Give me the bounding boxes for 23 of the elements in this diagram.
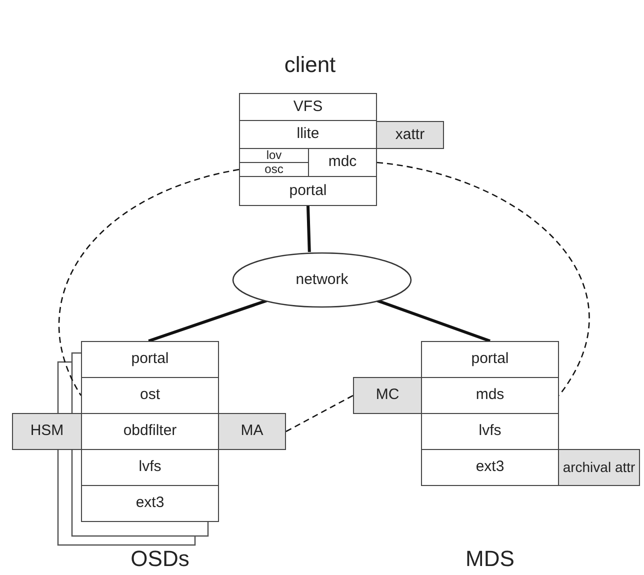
- layer-box: ext3: [421, 449, 559, 486]
- group-title: OSDs: [130, 546, 190, 572]
- layer-box: lvfs: [81, 449, 219, 486]
- layer-box: HSM: [12, 413, 82, 450]
- dashed-connector: [58, 168, 240, 396]
- layer-box: ost: [81, 377, 219, 414]
- layer-box: portal: [239, 176, 377, 206]
- layer-box: portal: [81, 341, 219, 378]
- layer-box: xattr: [376, 121, 444, 149]
- layer-box: ext3: [81, 485, 219, 522]
- layer-box: archival attr: [558, 449, 640, 486]
- group-title: MDS: [464, 546, 516, 572]
- connector-line: [306, 206, 311, 252]
- layer-box: lvfs: [421, 413, 559, 450]
- layer-box: VFS: [239, 93, 377, 121]
- connector-line: [148, 298, 268, 342]
- group-title: client: [283, 52, 337, 78]
- dashed-connector: [286, 394, 354, 432]
- network-ellipse: network: [232, 252, 412, 308]
- layer-box: MA: [218, 413, 286, 450]
- connector-line: [376, 298, 490, 342]
- layer-box: portal: [421, 341, 559, 378]
- layer-box: MC: [353, 377, 422, 414]
